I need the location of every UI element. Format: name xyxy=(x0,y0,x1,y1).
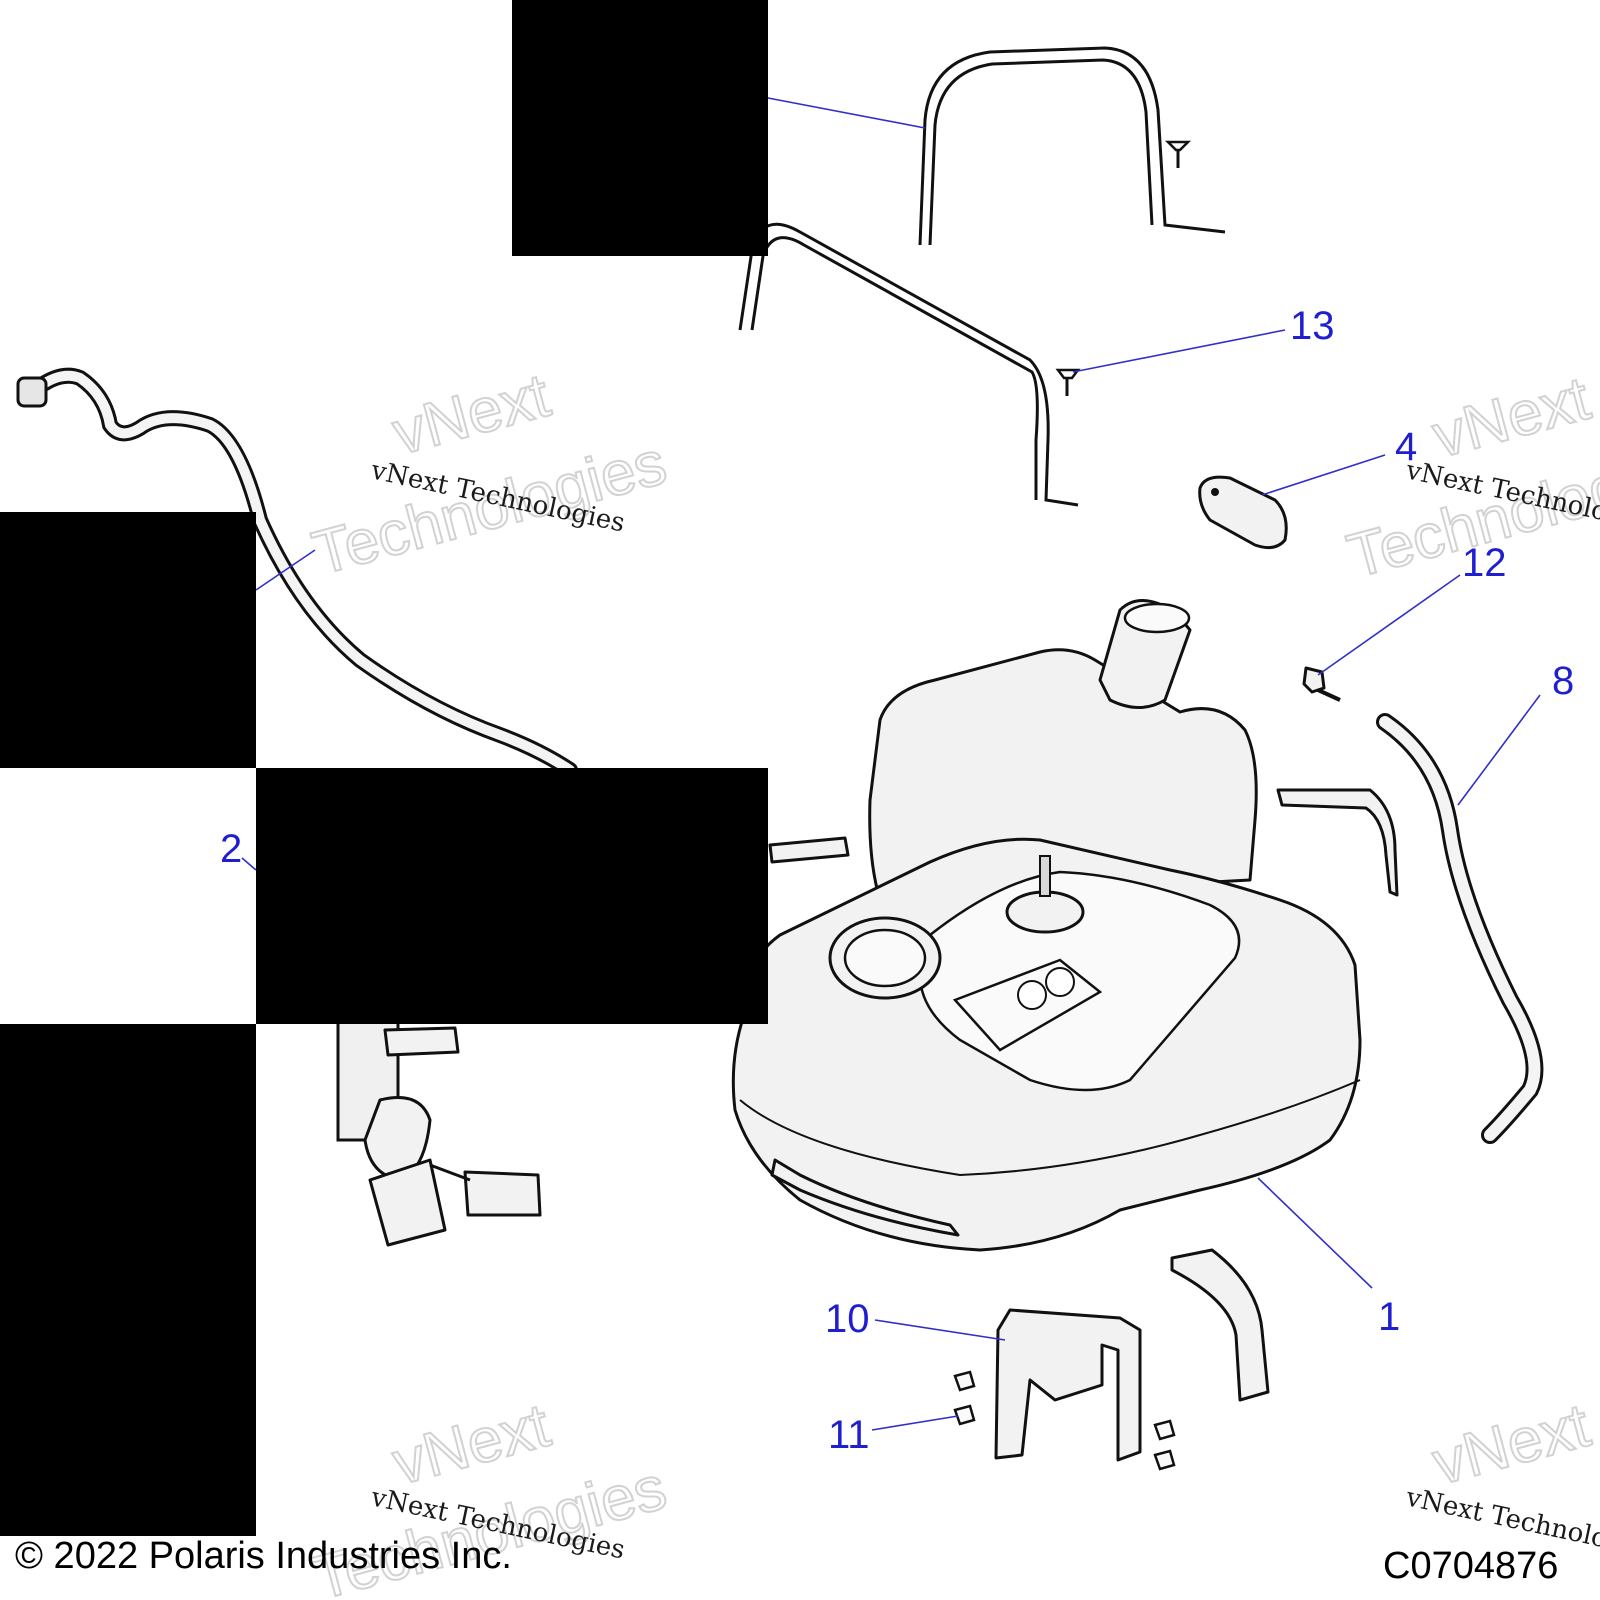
watermark-top-left: vNext Technologies vNext Technologies xyxy=(305,360,674,590)
watermark-big-line1: vNext xyxy=(1426,364,1597,472)
leader-line-13 xyxy=(1072,329,1286,373)
leader-line-4 xyxy=(1261,454,1386,496)
upper-tank-strap xyxy=(918,46,1226,246)
watermark-big-line1: vNext xyxy=(386,1391,557,1499)
callout-13: 13 xyxy=(1290,304,1335,348)
callout-4: 4 xyxy=(1395,425,1417,469)
callout-8: 8 xyxy=(1552,659,1574,703)
callout-2: 2 xyxy=(220,827,242,871)
screws-11 xyxy=(953,1370,1176,1471)
lower-tank-strap xyxy=(738,222,1079,507)
screw-upper-strap xyxy=(1164,140,1192,168)
fitting-12 xyxy=(1302,666,1341,702)
mount-bracket-10 xyxy=(994,1308,1142,1462)
hose-8 xyxy=(1376,713,1544,1144)
watermark-bottom-right: vNext vNext Technologies xyxy=(1403,1390,1600,1566)
redaction-block xyxy=(512,0,768,256)
leader-line xyxy=(767,97,926,129)
watermark-big-line1: vNext xyxy=(1426,1391,1597,1499)
fuel-cap-4 xyxy=(1198,475,1288,550)
leader-line xyxy=(255,549,316,591)
redaction-block xyxy=(0,512,256,768)
fuel-pump-module-2 xyxy=(336,1018,542,1247)
callout-1: 1 xyxy=(1378,1295,1400,1339)
leader-line-11 xyxy=(871,1415,959,1431)
screw-13 xyxy=(1055,368,1081,396)
callout-12: 12 xyxy=(1462,541,1507,585)
lower-bracket-strap xyxy=(1170,1248,1270,1402)
callout-11: 11 xyxy=(828,1413,870,1457)
watermark-big-line1: vNext xyxy=(386,361,557,469)
figure-id: C0704876 xyxy=(1383,1545,1558,1587)
redaction-block xyxy=(256,768,768,1024)
fuel-tank-1 xyxy=(731,599,1362,1252)
fuel-line xyxy=(16,367,578,778)
side-bracket-right xyxy=(1276,788,1399,897)
leader-line-1 xyxy=(1257,1177,1373,1289)
leader-line-12 xyxy=(1317,574,1461,676)
copyright-text: © 2022 Polaris Industries Inc. xyxy=(15,1535,512,1577)
callout-10: 10 xyxy=(825,1297,870,1341)
leader-line-10 xyxy=(874,1319,1006,1341)
redaction-block xyxy=(0,1024,256,1536)
leader-line-8 xyxy=(1457,694,1541,806)
leader-line-2 xyxy=(241,857,257,871)
side-bracket-left xyxy=(768,836,850,864)
